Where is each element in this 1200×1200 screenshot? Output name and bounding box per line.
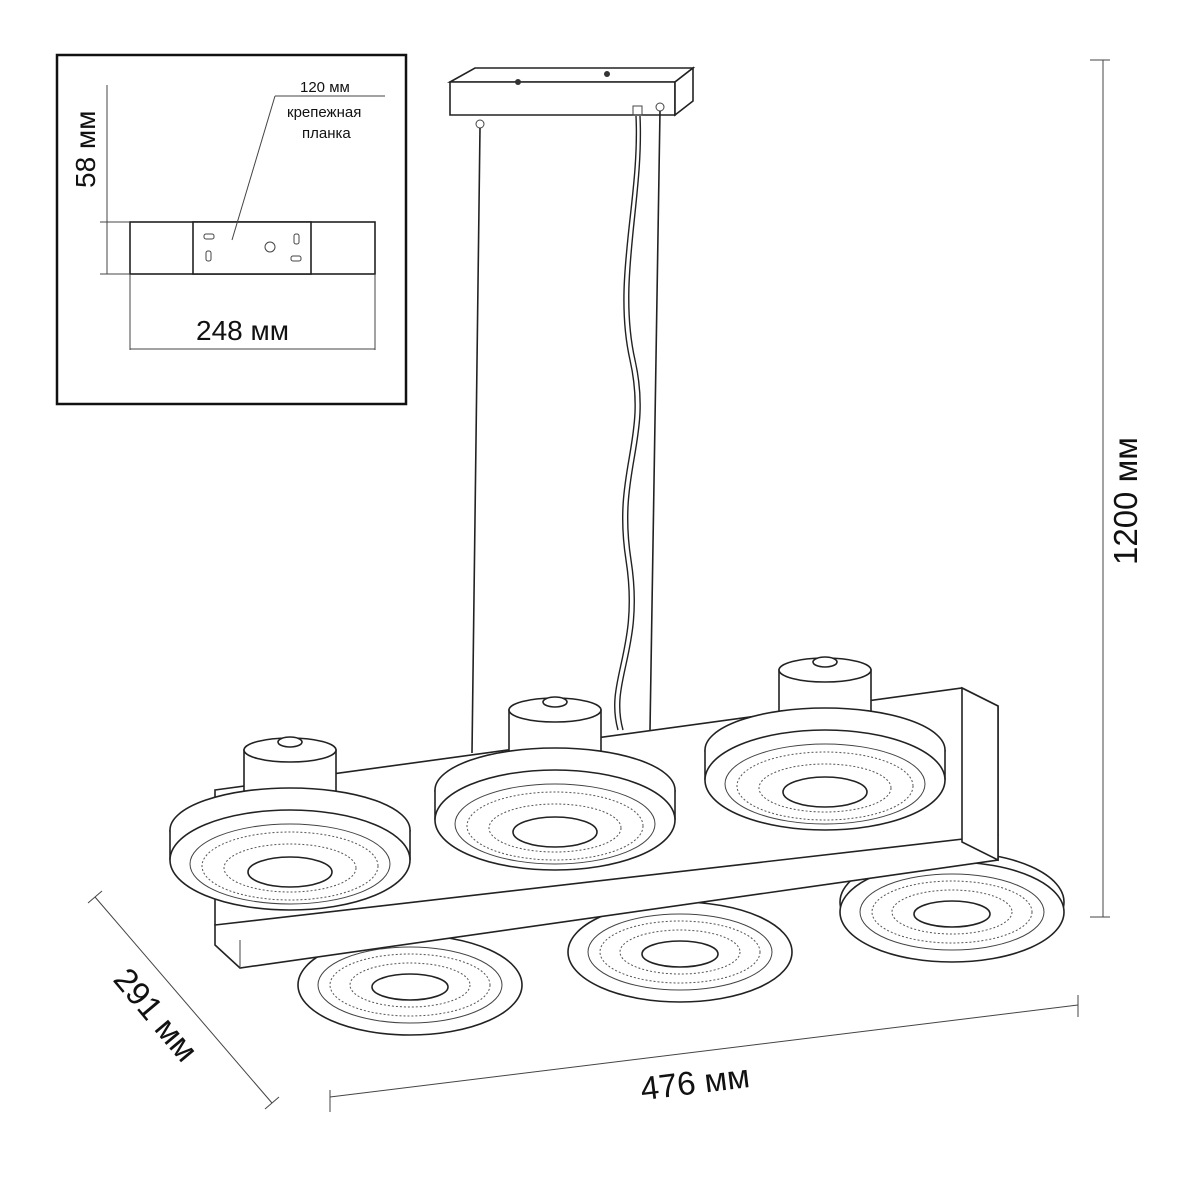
bracket-label-line1: крепежная	[287, 104, 361, 121]
height-label: 1200 мм	[1107, 437, 1144, 565]
lamp-upper-left	[169, 736, 411, 911]
pendant-fixture	[169, 656, 1065, 1036]
plate-width-label: 248 мм	[196, 315, 289, 346]
ceiling-canopy	[446, 66, 696, 129]
height-dimension: 1200 мм	[1090, 59, 1144, 918]
suspension-cables	[471, 110, 661, 754]
lamp-lower-left	[297, 934, 523, 1036]
depth-label: 291 мм	[107, 961, 206, 1069]
bracket-size-label: 120 мм	[300, 79, 350, 96]
lamp-upper-middle	[434, 696, 676, 871]
lamp-lower-middle	[567, 901, 793, 1003]
mounting-inset: 120 мм крепежная планка 248 мм 58 мм	[55, 53, 408, 406]
bracket-label-line2: планка	[302, 125, 351, 142]
lamp-upper-right	[704, 656, 946, 831]
width-label: 476 мм	[638, 1057, 751, 1107]
mounting-bracket	[192, 221, 312, 275]
plate-height-label: 58 мм	[70, 111, 101, 188]
width-dimension: 476 мм	[329, 995, 1079, 1112]
lamp-lower-right	[839, 851, 1065, 963]
